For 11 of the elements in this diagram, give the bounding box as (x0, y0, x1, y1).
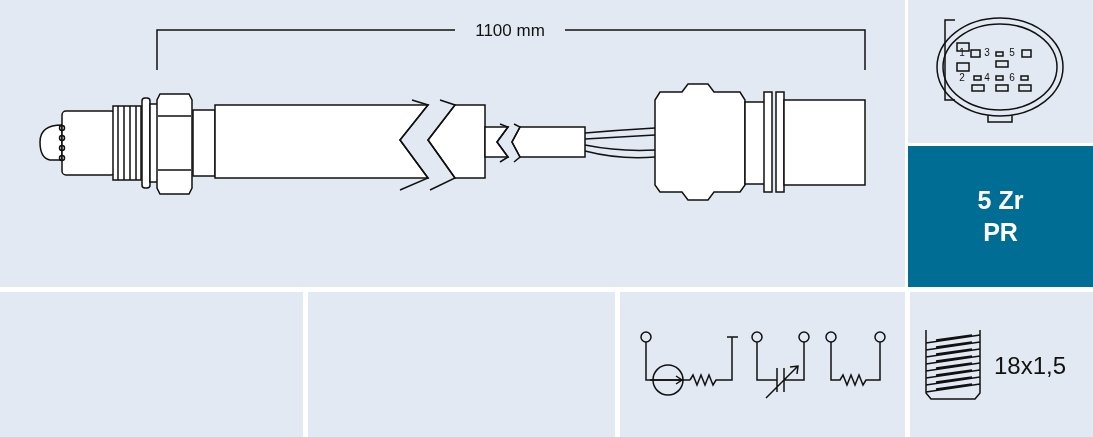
pin-number: 2 (958, 73, 966, 83)
dimension-label: 1100 mm (474, 21, 546, 39)
pin-number: 1 (958, 48, 966, 58)
pin-number: 3 (983, 48, 991, 58)
type-code-panel (908, 146, 1093, 287)
thread-size-label: 18x1,5 (992, 354, 1068, 378)
pin-number: 6 (1008, 73, 1016, 83)
pin-number: 4 (983, 73, 991, 83)
pin-number: 5 (1008, 48, 1016, 58)
type-code-text: 5 Zr (977, 185, 1024, 217)
type-code-text: PR (983, 216, 1018, 248)
